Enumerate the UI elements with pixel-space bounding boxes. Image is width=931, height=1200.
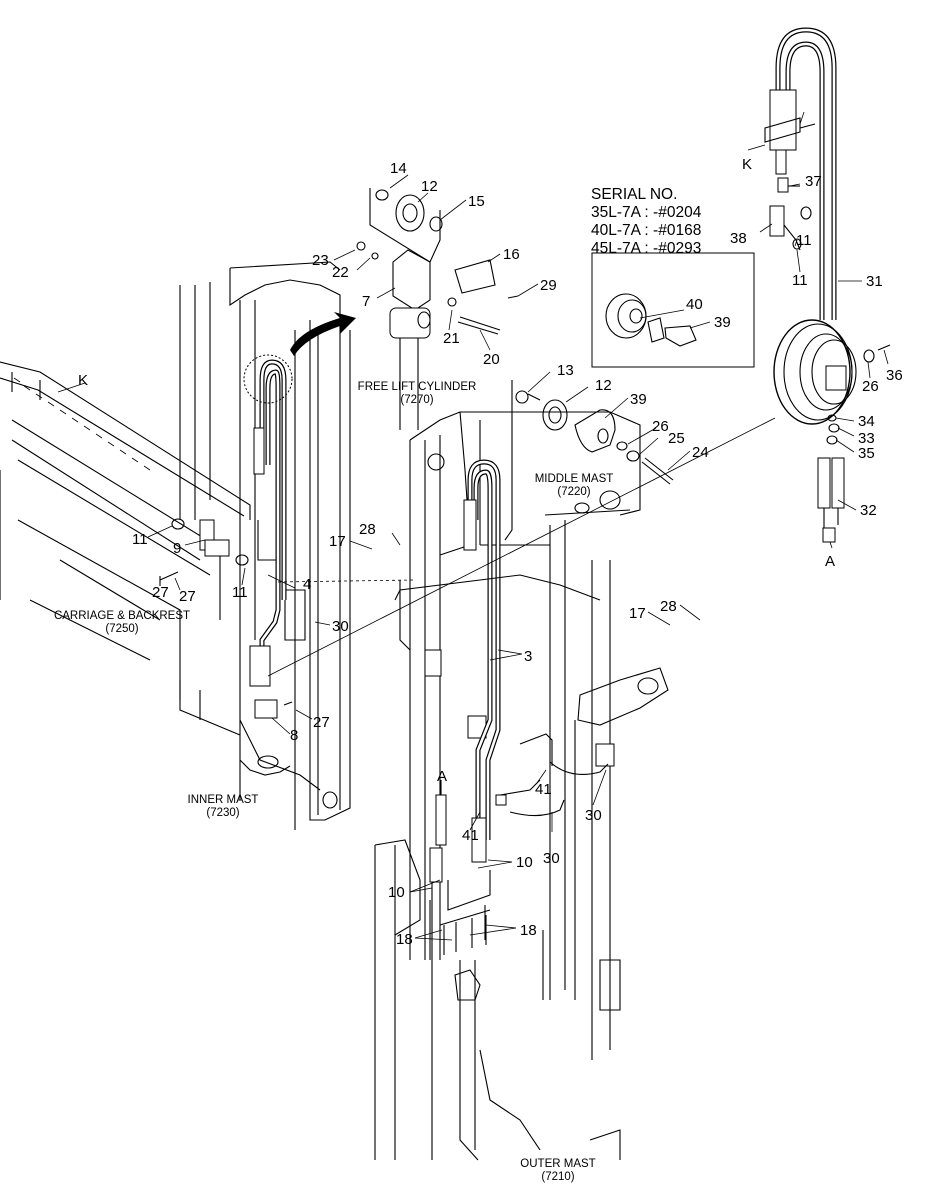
callout-label: 8 [290,727,298,744]
caption-name: MIDDLE MAST [535,473,614,485]
middle-mast-drawing [399,411,641,1000]
callout-label: 9 [173,540,181,557]
callout-label: 28 [359,521,376,538]
callout-label: 18 [520,922,537,939]
callout-label: 4 [303,576,311,593]
caption-code: (7230) [206,807,239,819]
callout-label: 23 [312,252,329,269]
callout-label: 26 [862,378,879,395]
hose-assembly-A-bottom [429,780,491,960]
callout-label: 21 [443,330,460,347]
callout-numbers: 14 12 15 23 22 16 29 7 21 20 13 12 39 26… [78,156,903,948]
callout-label: 39 [714,314,731,331]
callout-label: 34 [858,413,875,430]
callout-label: 39 [630,391,647,408]
callout-label: 25 [668,430,685,447]
callout-label: 12 [421,178,438,195]
callout-label: 32 [860,502,877,519]
leader-line-4 [277,579,416,583]
callout-label: 11 [796,232,812,249]
hose-4 [243,354,293,687]
caption-name: FREE LIFT CYLINDER [358,381,477,393]
hose-3 [463,459,501,863]
callout-label: 18 [396,931,413,948]
callout-label: 7 [362,293,370,310]
callout-label: 13 [557,362,574,379]
callout-label: A [825,553,835,570]
clamps-41-30 [495,733,609,817]
callout-label: K [78,372,88,389]
callout-label: 28 [660,598,677,615]
serial-note: SERIAL NO. 35L-7A : -#0204 40L-7A : -#01… [591,186,702,257]
hose-32-A [817,457,845,543]
callout-leaders [57,111,889,941]
sheave-assembly [773,319,891,445]
callout-label: 12 [595,377,612,394]
caption-name: INNER MAST [188,794,259,806]
callout-label: 22 [332,264,349,281]
sheave-parts-13-24 [504,380,674,541]
serial-line: 45L-7A : -#0293 [591,240,701,257]
fittings-9-11 [159,518,293,719]
callout-label: 11 [792,272,808,289]
callout-label: 11 [132,531,148,548]
callout-label: 38 [730,230,747,247]
caption-name: CARRIAGE & BACKREST [54,610,190,622]
callout-label: 41 [535,781,552,798]
caption-code: (7220) [557,486,590,498]
callout-label: 40 [686,296,703,313]
callout-label: 10 [388,884,405,901]
carriage-backrest-drawing [0,361,251,736]
callout-label: 36 [886,367,903,384]
caption-name: OUTER MAST [520,1158,595,1170]
callout-label: 20 [483,351,500,368]
serial-heading: SERIAL NO. [591,186,677,203]
caption-code: (7270) [400,394,433,406]
callout-label: 41 [462,827,479,844]
serial-line: 35L-7A : -#0204 [591,204,702,221]
callout-label: 30 [543,850,560,867]
upper-hose-31 [764,27,837,320]
callout-label: 27 [179,588,196,605]
caption-code: (7210) [541,1171,574,1183]
caption-code: (7250) [105,623,138,635]
free-lift-cylinder-parts [356,188,519,430]
callout-label: 27 [152,584,169,601]
callout-label: A [437,768,447,785]
callout-label: 35 [858,445,875,462]
callout-label: 17 [629,605,646,622]
serial-line: 40L-7A : -#0168 [591,222,701,239]
callout-label: 31 [866,273,883,290]
serial-detail-box [591,252,755,368]
callout-label: 11 [232,584,248,601]
callout-label: 16 [503,246,520,263]
callout-label: 14 [390,160,407,177]
callout-label: 30 [332,618,349,635]
callout-label: 37 [805,173,822,190]
callout-label: 27 [313,714,330,731]
fittings-37-38 [769,177,812,251]
leader-line [267,417,776,677]
outer-mast-drawing [374,560,669,1161]
assembly-captions: FREE LIFT CYLINDER (7270) MIDDLE MAST (7… [54,381,613,1183]
callout-label: 10 [516,854,533,871]
callout-label: 3 [524,648,532,665]
callout-label: 26 [652,418,669,435]
callout-label: 33 [858,430,875,447]
callout-label: K [742,156,752,173]
callout-label: 30 [585,807,602,824]
callout-label: 29 [540,277,557,294]
detail-arrow [290,312,356,356]
callout-label: 15 [468,193,485,210]
callout-label: 17 [329,533,346,550]
callout-label: 24 [692,444,709,461]
